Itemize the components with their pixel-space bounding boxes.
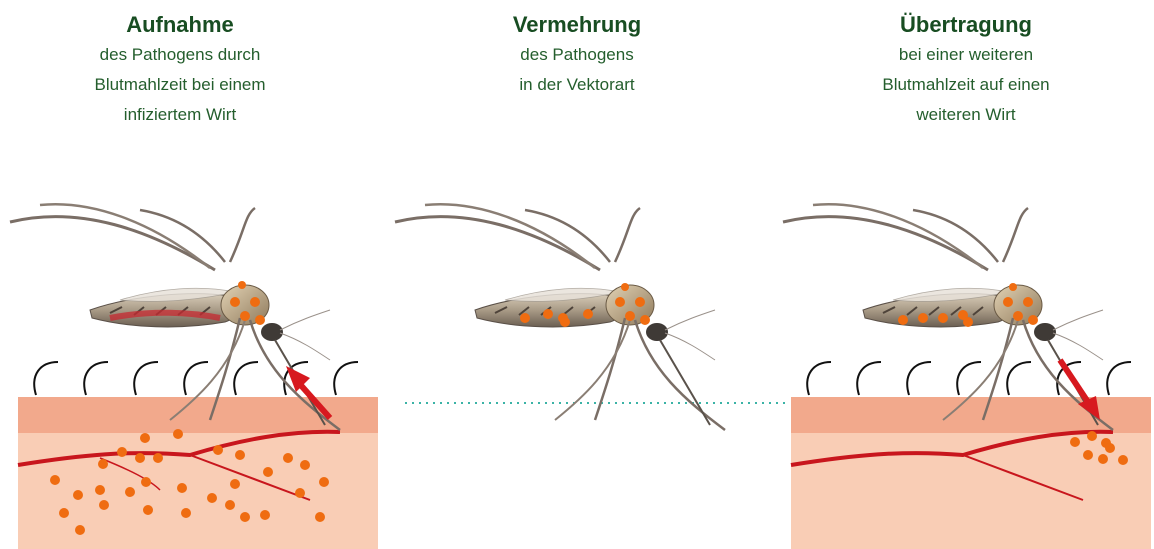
panel-text: infiziertem Wirt [30, 100, 330, 130]
panel-text: Blutmahlzeit auf einen [816, 70, 1116, 100]
panel-text: Blutmahlzeit bei einem [30, 70, 330, 100]
panel-text: bei einer weiteren [816, 40, 1116, 70]
mosquito-icon-3 [783, 204, 1113, 430]
panel-title: Vermehrung [427, 10, 727, 40]
mosquito-icon-2 [395, 204, 725, 430]
skin-section-1 [18, 362, 378, 549]
panel-text: in der Vektorart [427, 70, 727, 100]
mosquito-icon-1 [10, 204, 340, 430]
caption-aufnahme: Aufnahme des Pathogens durch Blutmahlzei… [30, 10, 330, 130]
panel-text: des Pathogens durch [30, 40, 330, 70]
caption-vermehrung: Vermehrung des Pathogens in der Vektorar… [427, 10, 727, 100]
caption-uebertragung: Übertragung bei einer weiteren Blutmahlz… [816, 10, 1116, 130]
skin-section-3 [791, 362, 1151, 549]
panel-title: Übertragung [816, 10, 1116, 40]
panel-text: des Pathogens [427, 40, 727, 70]
panel-title: Aufnahme [30, 10, 330, 40]
panel-text: weiteren Wirt [816, 100, 1116, 130]
